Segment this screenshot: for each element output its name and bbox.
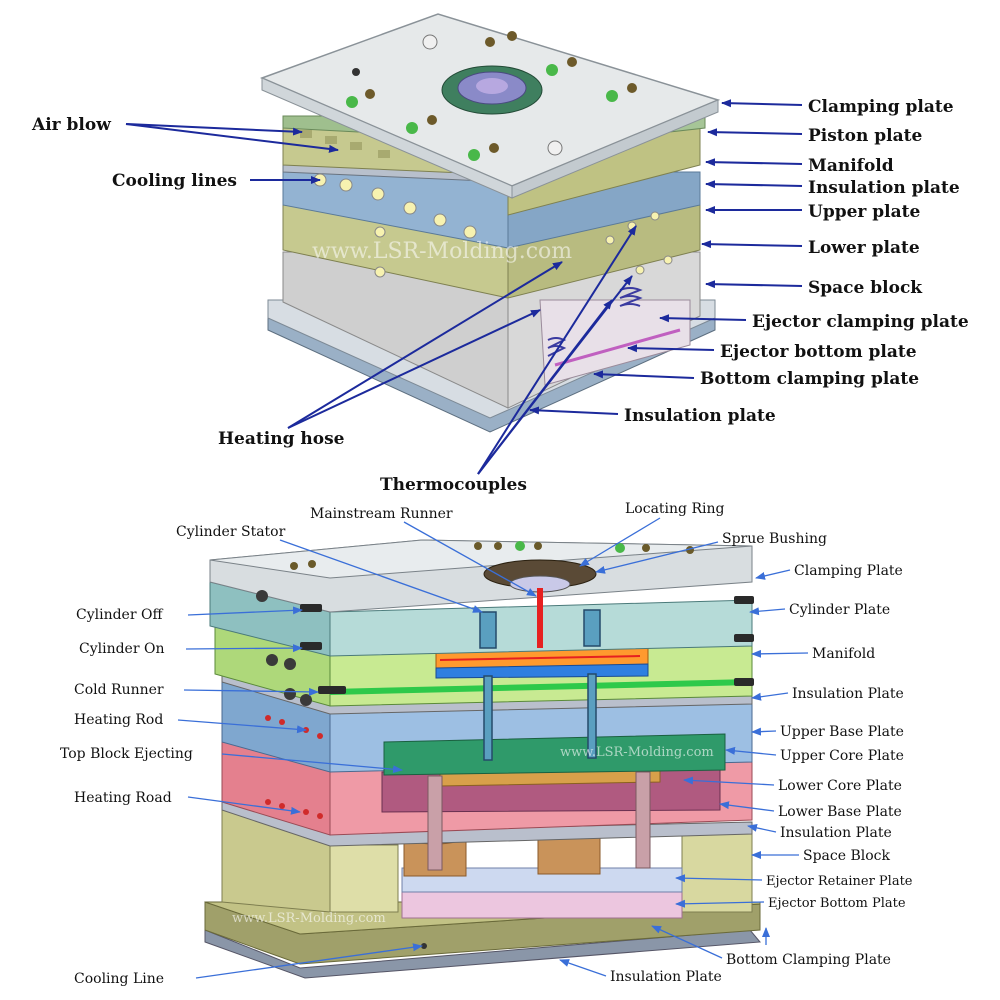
bot-label-insulation-plate-2: Insulation Plate — [780, 825, 892, 841]
top-label-piston-plate: Piston plate — [808, 126, 922, 146]
bot-label-cylinder-off: Cylinder Off — [76, 607, 163, 623]
bot-upper-core-plate — [383, 733, 726, 776]
bot-label-locating-ring: Locating Ring — [625, 501, 724, 517]
bot-watermark: www.LSR-Molding.com — [560, 745, 714, 760]
top-label-insulation-plate: Insulation plate — [808, 178, 960, 198]
top-locating-ring — [441, 65, 543, 115]
bot-side-holes — [256, 590, 312, 706]
top-label-heating-hose: Heating hose — [218, 429, 345, 449]
bot-label-insulation-plate-3: Insulation Plate — [610, 969, 722, 985]
top-label-space-block: Space block — [808, 278, 923, 298]
bottom-mold-cutaway: www.LSR-Molding.com www.LSR-Molding.com — [204, 539, 762, 979]
top-watermark: www.LSR-Molding.com — [312, 239, 572, 264]
bot-ejector-pins — [427, 771, 651, 871]
bot-label-cylinder-stator: Cylinder Stator — [176, 524, 286, 540]
top-label-upper-plate: Upper plate — [808, 202, 921, 222]
top-label-cooling-lines: Cooling lines — [112, 171, 237, 191]
bot-cold-runner-line — [329, 679, 753, 695]
bot-ejector-bottom-plate — [401, 891, 683, 919]
top-label-insulation-plate-bottom: Insulation plate — [624, 406, 776, 426]
bot-label-insulation-plate-1: Insulation Plate — [792, 686, 904, 702]
bot-space-block-right — [681, 827, 753, 913]
top-label-air-blow: Air blow — [31, 115, 111, 135]
top-air-blow-notches — [300, 130, 390, 158]
bot-label-heating-rod: Heating Rod — [74, 712, 163, 728]
bot-label-space-block: Space Block — [803, 848, 891, 864]
bot-label-upper-base-plate: Upper Base Plate — [780, 724, 904, 740]
bot-label-lower-core-plate: Lower Core Plate — [778, 778, 902, 794]
top-arrows-right — [529, 99, 803, 415]
top-label-lower-plate: Lower plate — [808, 238, 920, 258]
bot-label-clamping-plate: Clamping Plate — [794, 563, 903, 579]
bot-watermark-2: www.LSR-Molding.com — [232, 911, 386, 926]
bot-mainstream-runner — [537, 588, 543, 648]
top-arrows-bottom — [287, 225, 637, 475]
top-label-manifold: Manifold — [808, 156, 894, 176]
top-arrows-left — [125, 123, 339, 184]
top-label-ejector-bottom-plate: Ejector bottom plate — [720, 342, 917, 362]
top-mold-assembly: www.LSR-Molding.com — [259, 13, 721, 433]
bot-label-cylinder-plate: Cylinder Plate — [789, 602, 890, 618]
top-bolt-holes — [346, 31, 637, 161]
bot-hot-nozzles — [479, 609, 601, 761]
bot-labels-top: Mainstream Runner Locating Ring Cylinder… — [176, 501, 827, 547]
bot-label-mainstream-runner: Mainstream Runner — [310, 506, 453, 522]
bot-label-lower-base-plate: Lower Base Plate — [778, 804, 902, 820]
bot-side-cylinders — [300, 596, 754, 694]
bot-label-cooling-line: Cooling Line — [74, 971, 164, 987]
bot-arrows-left — [177, 606, 423, 979]
bot-label-ejector-bottom-plate: Ejector Bottom Plate — [768, 896, 906, 911]
bot-arrows-right — [559, 569, 809, 977]
top-label-bottom-clamping-plate: Bottom clamping plate — [700, 369, 919, 389]
bot-label-ejector-retainer-plate: Ejector Retainer Plate — [766, 874, 913, 889]
bot-label-manifold: Manifold — [812, 646, 875, 662]
top-label-clamping-plate: Clamping plate — [808, 97, 954, 117]
bot-label-cylinder-on: Cylinder On — [79, 641, 164, 657]
bot-label-sprue-bushing: Sprue Bushing — [722, 531, 827, 547]
bot-top-bolt-holes — [290, 541, 694, 570]
bot-label-top-block-ejecting: Top Block Ejecting — [60, 746, 193, 762]
bot-labels-right: Clamping Plate Cylinder Plate Manifold I… — [610, 563, 913, 985]
top-labels-right: Clamping plate Piston plate Manifold Ins… — [624, 97, 969, 426]
top-springs — [547, 287, 643, 357]
bot-label-upper-core-plate: Upper Core Plate — [780, 748, 904, 764]
top-ejector-cavity — [539, 299, 691, 386]
top-label-ejector-clamping-plate: Ejector clamping plate — [752, 312, 969, 332]
bot-labels-left: Cylinder Off Cylinder On Cold Runner Hea… — [60, 607, 193, 987]
bot-insulation-plate-bottom — [204, 929, 762, 979]
bot-label-cold-runner: Cold Runner — [74, 682, 164, 698]
top-label-thermocouples: Thermocouples — [380, 475, 527, 495]
bot-label-bottom-clamping-plate: Bottom Clamping Plate — [726, 952, 891, 968]
bot-label-heating-road: Heating Road — [74, 790, 172, 806]
bot-arrows-top — [279, 517, 719, 613]
